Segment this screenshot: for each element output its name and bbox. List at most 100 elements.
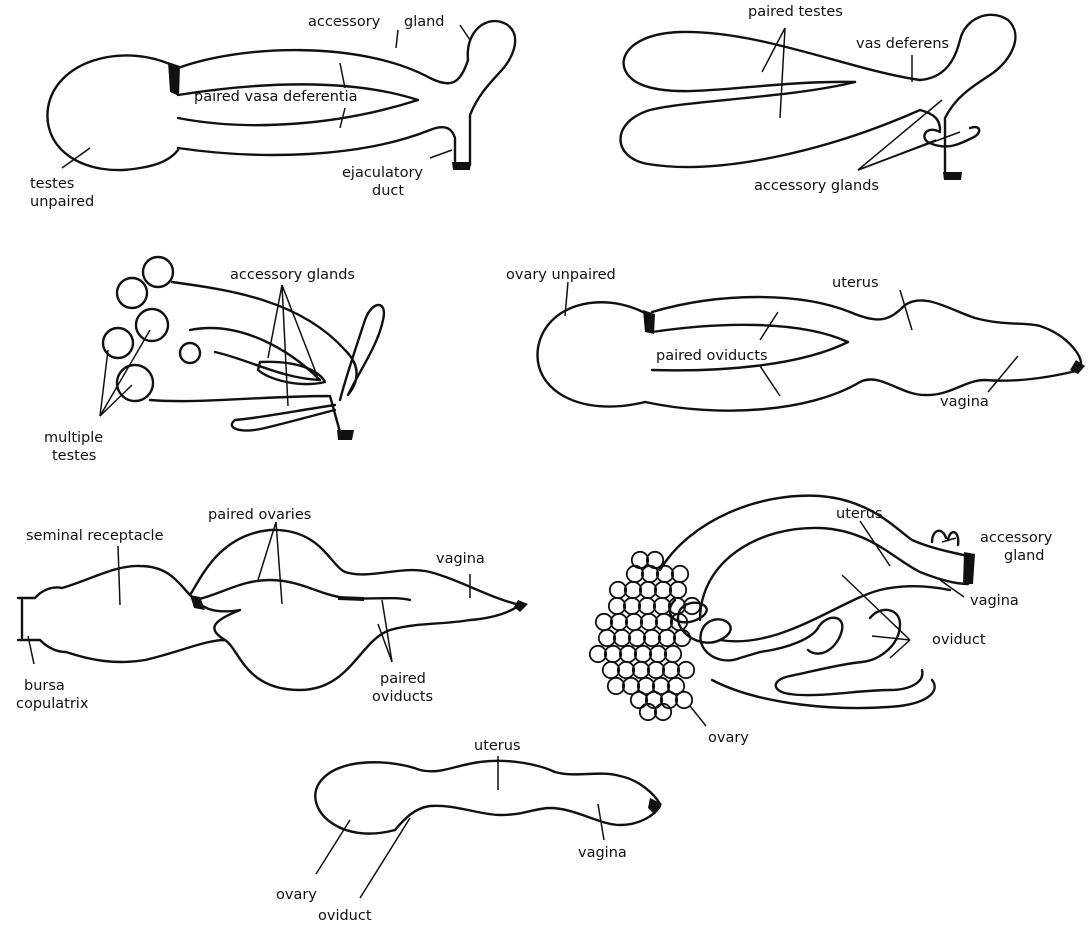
ovary-label: ovary [708,730,749,746]
ovary-junction-mark [643,310,655,334]
duct-tip [337,430,354,440]
vas-deferens-label: vas deferens [856,36,949,52]
multiple-label: multiple [44,430,103,446]
ovariole [676,692,692,708]
oviduct-junction-mark [338,596,364,601]
vasa-deferentia-lower [178,127,455,165]
gland-label: gland [404,14,445,30]
testis-lobe [117,365,153,401]
ovary-outline [537,302,645,406]
testis-lobe [117,278,147,308]
paired-label: paired [380,671,426,687]
panel-male-unpaired-testes: accessory gland paired vasa deferentia t… [30,14,515,210]
duct-tip [943,172,962,180]
panel-female-unpaired-ovary: ovary unpaired uterus paired oviducts va… [506,267,1085,411]
ovariole [625,582,641,598]
vagina-label: vagina [578,845,627,861]
ovary-unpaired-label: ovary unpaired [506,267,616,283]
ovariole [620,646,636,662]
accessory-glands-label: accessory glands [754,178,879,194]
paired-testes-label: paired testes [748,4,843,20]
coiled-oviduct-right [776,610,923,695]
ovariole [642,566,658,582]
bursa-label: bursa [24,678,65,694]
ovariole [609,598,625,614]
inner-arch-outline [700,528,968,620]
oviducts-label: oviducts [372,689,433,705]
ovariole [665,646,681,662]
upper-arch-outline [660,496,968,570]
accessory-gland-lobe [190,328,320,380]
ovariole [654,598,670,614]
duct-tip [452,162,471,170]
uterus-label: uterus [836,506,883,522]
vagina-tip [963,552,975,584]
accessory-gland-outline [468,21,515,165]
ovariole [624,598,640,614]
ovariole [629,630,645,646]
vasa-deferentia-upper [178,50,468,83]
ovariole [639,598,655,614]
vagina-tip [514,600,528,612]
ovariole [635,646,651,662]
panel-female-coiled-oviduct: uterus accessory gland vagina oviduct ov… [590,496,1053,746]
ejaculatory-label: ejaculatory [342,165,423,181]
ovariole [614,630,630,646]
ovariole [605,646,621,662]
upper-duct [172,282,384,400]
lower-oviduct-outline [720,586,950,641]
ovariole [603,662,619,678]
ovariole [618,662,634,678]
inner-ovary-arc [195,580,410,600]
ovariole [648,662,664,678]
ovariole [657,566,673,582]
paired-vasa-deferentia-label: paired vasa deferentia [194,89,358,105]
ovariole [644,630,660,646]
lower-body-outline [66,605,520,690]
vagina-label: vagina [436,551,485,567]
testis-lobe [180,343,200,363]
ovariole [655,582,671,598]
ovariole [684,598,700,614]
ovariole [672,566,688,582]
ovary-label: ovary [276,887,317,903]
ejaculatory-duct [920,110,940,130]
ovary-uterus-lower-outline [395,806,660,830]
vagina-label: vagina [970,593,1019,609]
vagina-tip [648,798,662,814]
ovariole [674,630,690,646]
panel-male-multiple-testes: accessory glands multiple testes [44,257,384,464]
accessory-label: accessory [308,14,381,30]
testis-outline [47,55,178,170]
ovariole [631,692,647,708]
ovariole [590,646,606,662]
ovariole [659,630,675,646]
panel-female-simple: uterus vagina ovary oviduct [276,738,662,924]
ovariole [610,582,626,598]
oviduct-lower-and-vagina [645,370,1080,411]
ovariole [650,646,666,662]
ovariole [663,662,679,678]
lower-duct [150,396,340,432]
accessory-gland-lower [232,405,335,430]
testes-label: testes [30,176,74,192]
ovariole [599,630,615,646]
gland-label: gland [1004,548,1045,564]
accessory-glands-outline [924,127,979,146]
uterus-label: uterus [832,275,879,291]
bursa-copulatrix-lines [18,587,66,652]
coiled-oviduct-left [670,600,760,660]
paired-oviducts-label: paired oviducts [656,348,768,364]
ovariole [633,662,649,678]
accessory-label: accessory [980,530,1053,546]
oviduct-label: oviduct [932,632,986,648]
ovariole [627,566,643,582]
unpaired-label: unpaired [30,194,94,210]
panel-female-paired-ovaries: seminal receptacle paired ovaries vagina… [16,507,528,712]
ovariole [608,678,624,694]
ovary-cluster [590,552,700,720]
lower-testis-outline [621,82,921,167]
ovariole [670,582,686,598]
oviduct-label: oviduct [318,908,372,924]
